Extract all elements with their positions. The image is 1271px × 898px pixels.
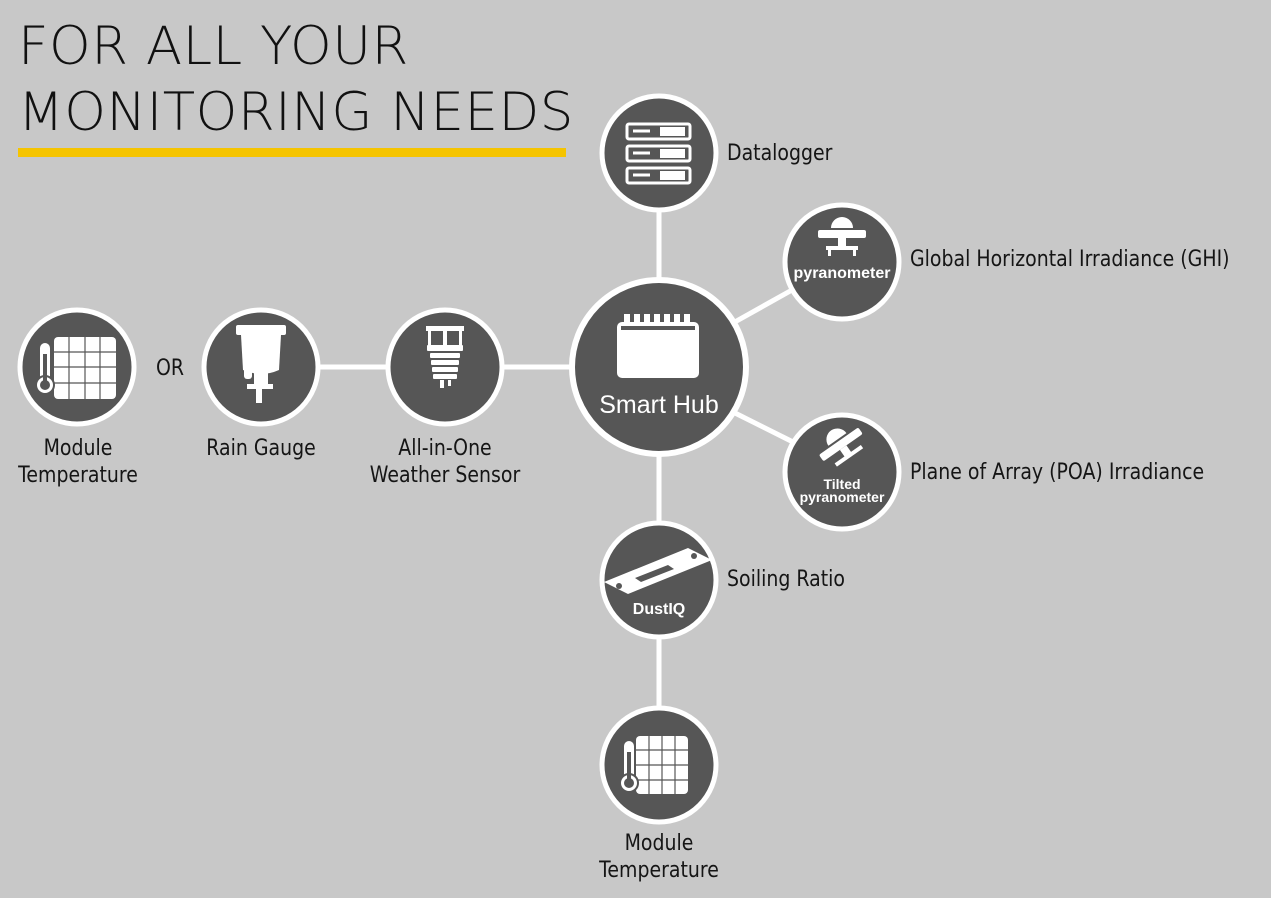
rain-gauge-node <box>201 307 321 427</box>
datalogger-node <box>599 93 719 213</box>
poa-label: Plane of Array (POA) Irradiance <box>910 460 1205 485</box>
page-title: FOR ALL YOUR MONITORING NEEDS <box>18 14 574 146</box>
module-temperature-left-label-2: Temperature <box>18 463 138 488</box>
ghi-label: Global Horizontal Irradiance (GHI) <box>910 247 1230 272</box>
weather-sensor-label-2: Weather Sensor <box>369 463 521 488</box>
module-temperature-bottom-label-1: Module <box>624 831 694 856</box>
weather-sensor-label-1: All-in-One <box>398 436 492 461</box>
solar-module-thermometer-icon <box>35 337 116 399</box>
smart-hub-icon <box>617 314 699 378</box>
soiling-label: Soiling Ratio <box>727 567 845 592</box>
title-line-1: FOR ALL YOUR <box>18 16 409 77</box>
connectors <box>319 212 795 708</box>
weather-station-icon <box>426 326 464 388</box>
ghi-node: pyranometer <box>782 202 902 322</box>
module-temperature-left-label-1: Module <box>43 436 113 461</box>
weather-sensor-node <box>385 307 505 427</box>
module-temperature-left-node <box>17 307 137 427</box>
module-temperature-bottom-label: Module Temperature <box>573 830 745 884</box>
module-temperature-bottom-label-2: Temperature <box>599 858 719 883</box>
ghi-icon-text: pyranometer <box>794 265 891 282</box>
module-temperature-bottom-node <box>599 705 719 825</box>
weather-sensor-label: All-in-One Weather Sensor <box>350 435 539 489</box>
soiling-node: DustIQ <box>599 520 719 640</box>
module-temperature-left-label: Module Temperature <box>2 435 153 489</box>
dustiq-icon <box>604 548 712 594</box>
poa-icon-text-1: Tilted <box>823 476 860 492</box>
datalogger-label: Datalogger <box>727 141 833 166</box>
soiling-icon-text: DustIQ <box>633 601 685 618</box>
tilted-pyranometer-icon <box>819 428 864 467</box>
title-line-2: MONITORING NEEDS <box>18 82 574 143</box>
rain-gauge-label: Rain Gauge <box>206 436 316 461</box>
hub-label: Smart Hub <box>599 391 718 419</box>
or-label: OR <box>156 356 185 381</box>
rain-gauge-icon <box>236 325 286 403</box>
server-rack-icon <box>625 122 692 185</box>
poa-icon-text-2: pyranometer <box>800 489 885 505</box>
solar-module-thermometer-icon <box>619 736 688 794</box>
connector-poa <box>731 409 795 445</box>
title-underline <box>18 148 566 157</box>
smart-hub-node: Smart Hub <box>569 277 749 457</box>
connector-ghi <box>731 287 794 326</box>
pyranometer-icon <box>818 217 866 256</box>
poa-node: Tilted pyranometer <box>782 412 902 532</box>
